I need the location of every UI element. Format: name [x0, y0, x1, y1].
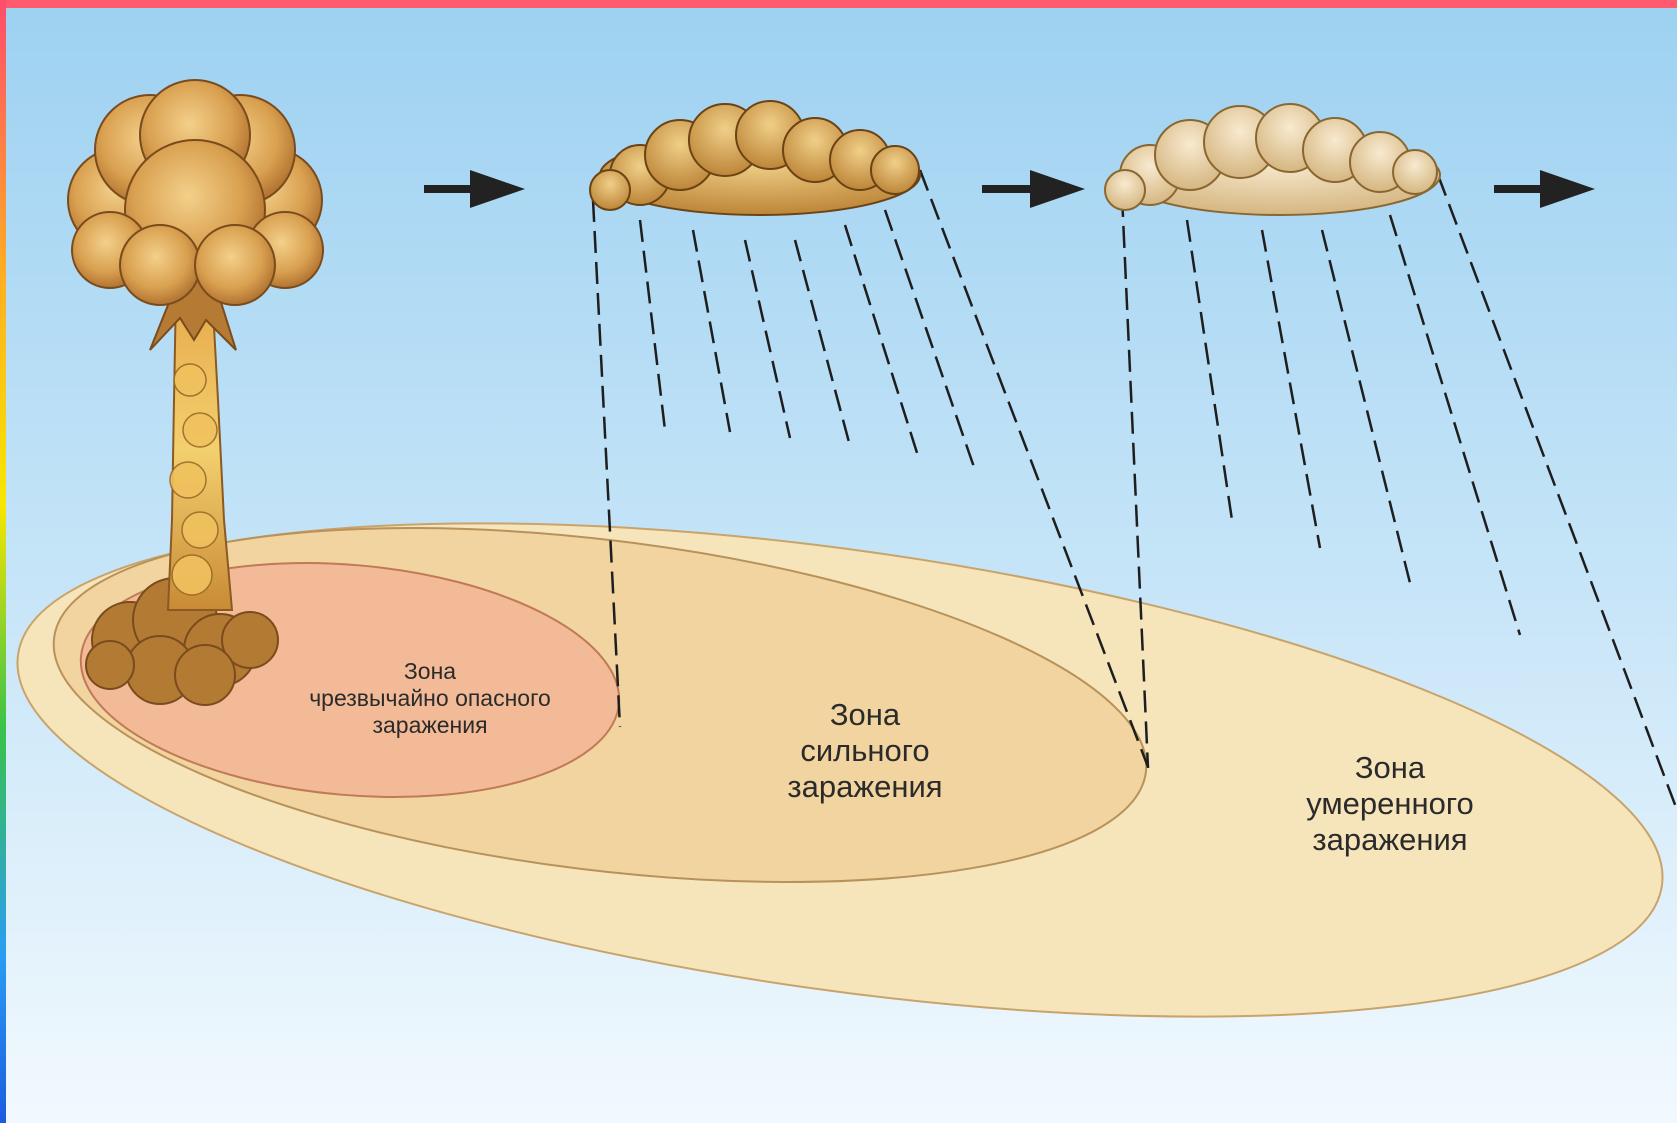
zone-extreme-line-2: чрезвычайно опасного: [270, 685, 590, 712]
zone-strong-line-3: заражения: [740, 769, 990, 805]
zone-moderate-line-3: заражения: [1260, 822, 1520, 858]
top-frame-bar: [0, 0, 1677, 8]
zone-extreme-label: Зона чрезвычайно опасного заражения: [270, 658, 590, 739]
zone-extreme-line-1: Зона: [270, 658, 590, 685]
zone-strong-line-2: сильного: [740, 733, 990, 769]
zone-strong-line-1: Зона: [740, 697, 990, 733]
zone-extreme-line-3: заражения: [270, 712, 590, 739]
zone-strong-label: Зона сильного заражения: [740, 697, 990, 805]
zone-moderate-label: Зона умеренного заражения: [1260, 750, 1520, 858]
zone-moderate-line-1: Зона: [1260, 750, 1520, 786]
left-frame-bar: [0, 0, 6, 1123]
zone-moderate-line-2: умеренного: [1260, 786, 1520, 822]
